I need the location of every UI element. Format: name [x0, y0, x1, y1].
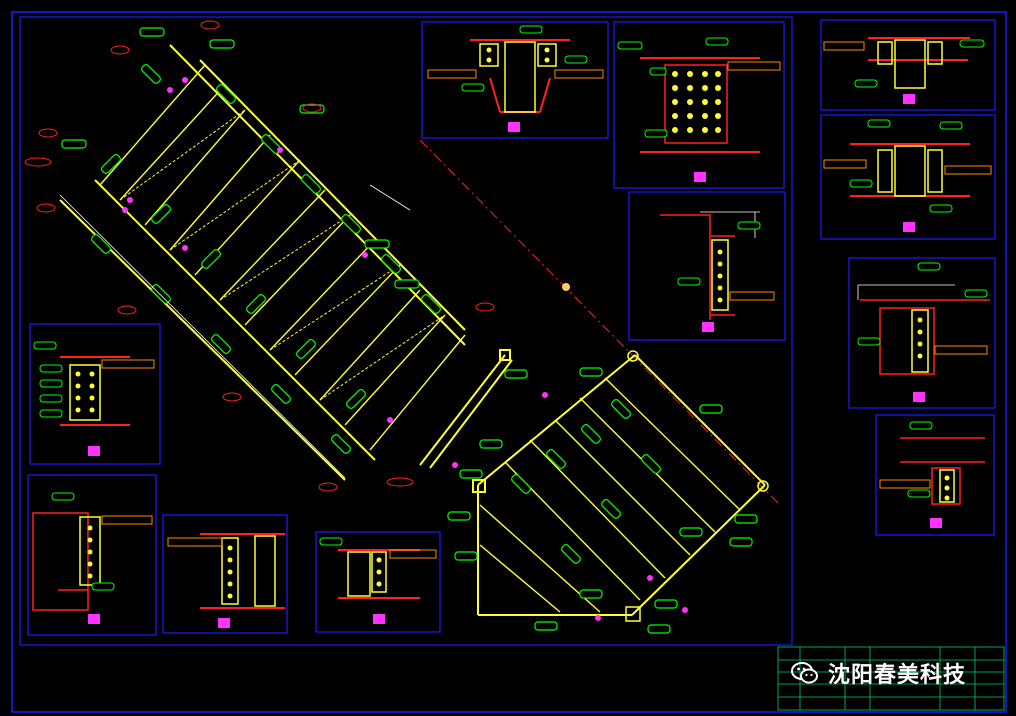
main-truss-upper [24, 20, 495, 492]
main-truss-lower [447, 350, 769, 634]
detail-box-top-right-b [820, 19, 996, 111]
detail-box-bottom-b [315, 531, 441, 633]
detail-box-right-d [848, 257, 996, 409]
detail-box-left-a [29, 323, 161, 465]
wechat-icon [791, 662, 818, 684]
watermark-text: 沈阳春美科技 [828, 663, 967, 688]
detail-box-top-right-a [613, 21, 785, 189]
detail-box-middle-right [628, 191, 786, 341]
detail-box-bottom-a [162, 514, 288, 634]
center-line [419, 139, 781, 506]
watermark: 沈阳春美科技 [790, 655, 966, 691]
detail-box-left-b [27, 474, 157, 636]
detail-box-right-e [875, 414, 995, 536]
drawing-frame [11, 11, 1007, 713]
title-block [777, 646, 1005, 711]
detail-box-right-c [820, 114, 996, 240]
detail-box-top-center [421, 21, 609, 139]
node-marker [562, 283, 570, 291]
connecting-brace [419, 349, 513, 493]
